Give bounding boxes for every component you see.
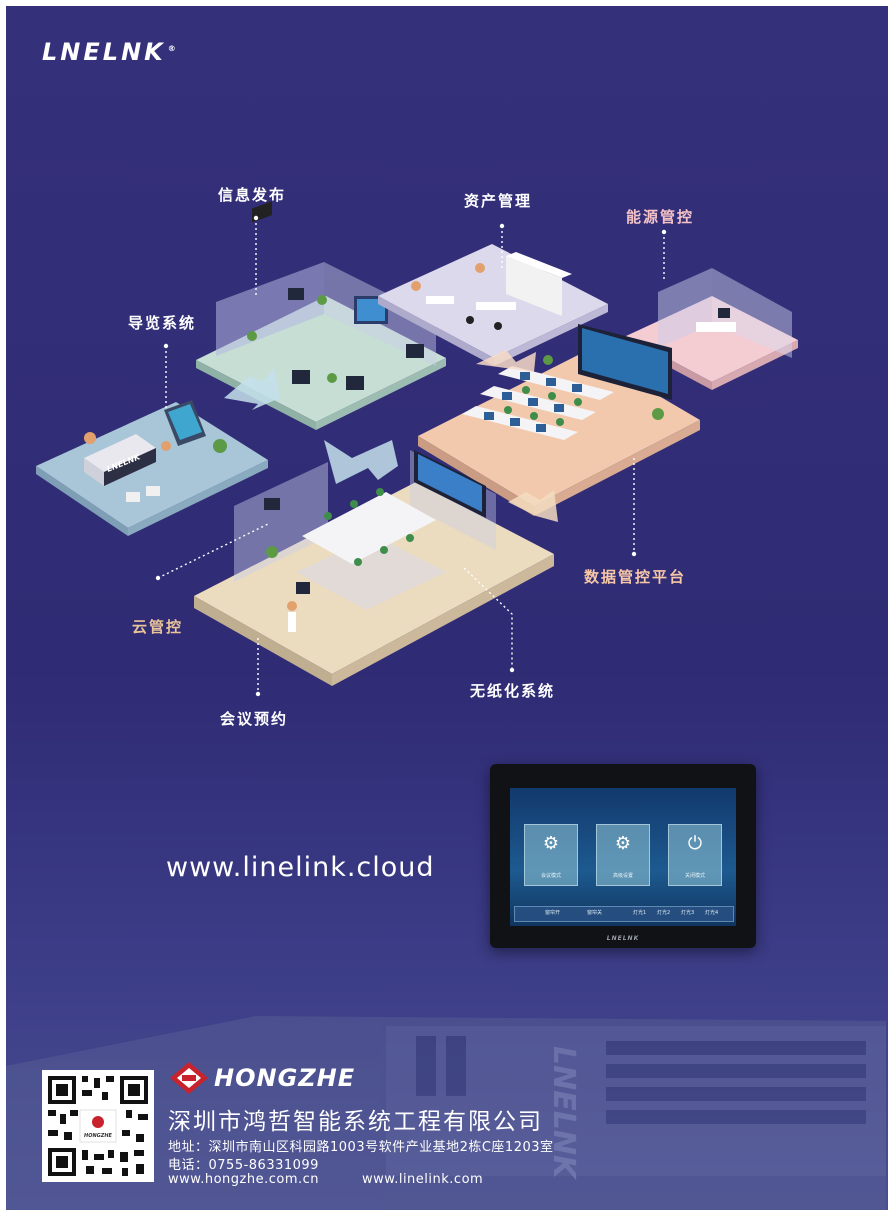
qr-code: HONGZHE [42,1070,154,1182]
people-icon: ⚙ [542,833,560,854]
poster: LNELNK LNELNK [6,6,888,1210]
building-sign: LNELNK [546,1046,581,1181]
office-scene: LNELNK LNELNK [6,201,886,1210]
panel-logo: LNELNK [606,935,640,942]
callout-cloud-ctrl: 云管控 [132,618,184,636]
hongzhe-mark-icon [170,1062,208,1094]
company-name: 深圳市鸿哲智能系统工程有限公司 [168,1109,543,1135]
company-website-linelink[interactable]: www.linelink.com [362,1172,484,1187]
curtain-open-button[interactable]: 窗帘开 [545,910,561,916]
advanced-settings-tile[interactable]: ⚙ 高级设置 [596,824,650,886]
asset-room [378,244,608,366]
light-4-button[interactable]: 灯光4 [705,910,719,916]
mode-label: 会议模式 [540,873,561,879]
meeting-area [194,450,554,686]
panel-screen: ⚙ 会议模式 ⚙ 高级设置 ⏻ 关闭模式 窗帘开 窗帘关 灯光1 灯光2 灯光3… [510,788,736,926]
qr-center-logo: HONGZHE [84,1133,113,1139]
callout-data-platform: 数据管控平台 [584,568,687,586]
linelink-logo: LNELNK® [42,38,176,66]
company-address: 地址：深圳市南山区科园路1003号软件产业基地2栋C座1203室 [168,1140,554,1155]
hongzhe-wordmark: HONGZHE [214,1064,356,1092]
callout-paperless: 无纸化系统 [470,682,556,700]
light-2-button[interactable]: 灯光2 [657,910,671,916]
callout-asset-mgmt: 资产管理 [464,192,533,210]
building-silhouette: LNELNK [6,1016,886,1210]
light-3-button[interactable]: 灯光3 [681,910,695,916]
company-website-hongzhe[interactable]: www.hongzhe.com.cn [168,1172,319,1187]
control-panel-device: ⚙ 会议模式 ⚙ 高级设置 ⏻ 关闭模式 窗帘开 窗帘关 灯光1 灯光2 灯光3… [490,764,756,948]
data-platform-area [418,324,700,516]
hongzhe-logo: HONGZHE [168,1060,355,1096]
curtain-close-button[interactable]: 窗帘关 [587,910,603,916]
reception-area: LNELNK [36,400,268,536]
mode-label: 高级设置 [612,873,633,879]
website-url: www.linelink.cloud [166,852,435,883]
callout-energy-ctrl: 能源管控 [626,208,695,226]
mode-label: 关闭模式 [684,873,705,879]
light-1-button[interactable]: 灯光1 [633,910,647,916]
power-icon: ⏻ [687,833,703,854]
trademark-mark: ® [167,44,176,53]
callout-meeting-booking: 会议预约 [220,710,289,728]
meeting-mode-tile[interactable]: ⚙ 会议模式 [524,824,578,886]
brand-text: LNELNK [42,38,166,66]
gear-icon: ⚙ [614,833,632,854]
panel-control-bar: 窗帘开 窗帘关 灯光1 灯光2 灯光3 灯光4 [514,906,734,922]
callout-lines [157,218,665,694]
shutdown-mode-tile[interactable]: ⏻ 关闭模式 [668,824,722,886]
callout-guide-system: 导览系统 [128,314,197,332]
company-phone: 电话：0755-86331099 [168,1158,319,1173]
callout-info-release: 信息发布 [218,186,287,204]
flow-arrows [224,350,558,522]
